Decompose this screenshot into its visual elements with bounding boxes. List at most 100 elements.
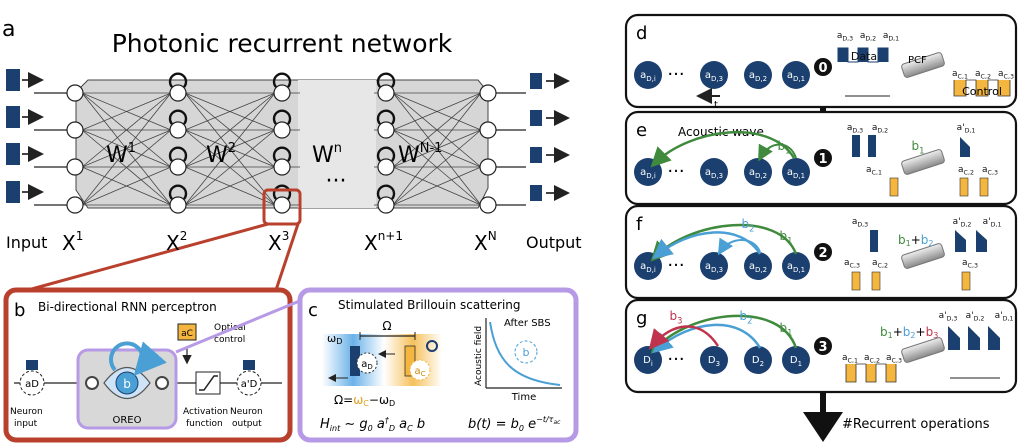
sbs-title: Stimulated Brillouin scattering <box>338 298 521 312</box>
pulse-label: a'D,1 <box>995 311 1014 323</box>
pulse-label: aC,3 <box>982 165 998 177</box>
control-pulse-box <box>177 323 197 341</box>
pulse-label: aC,1 <box>866 165 882 177</box>
neuron-node <box>273 84 291 102</box>
mesh-line <box>184 129 276 206</box>
wn-region <box>298 80 376 208</box>
pulse-label: aC,2 <box>864 353 880 365</box>
phonon-node <box>115 371 139 395</box>
timeline-neuron-label: aD,3 <box>705 70 723 83</box>
input-neuron-symbol: aD <box>25 379 39 390</box>
b-to-c-link <box>175 298 303 354</box>
timeline-neuron-label: aD,3 <box>705 261 723 274</box>
acoustic-arrow <box>717 237 761 256</box>
step-marker <box>814 58 832 76</box>
layer-label: X3 <box>268 229 289 255</box>
neuron-node <box>66 84 84 102</box>
timeline-neuron <box>744 252 772 280</box>
sbs-ac-label: aC <box>414 366 425 378</box>
output-pulse <box>530 147 542 163</box>
recurrent-loop <box>272 109 292 125</box>
pulse-label: aD,3 <box>852 217 868 229</box>
pulse-label: aC,2 <box>975 69 991 81</box>
time-label: t <box>714 100 718 111</box>
omega-cap: Ω <box>382 319 391 333</box>
timeline-neuron-label: aD,3 <box>705 167 723 180</box>
recurrent-loop <box>272 146 292 162</box>
sbs-ad <box>356 352 378 374</box>
sbs-ac <box>409 359 431 381</box>
weight-w1: W1 <box>106 141 136 168</box>
step-marker <box>814 149 832 167</box>
mesh-line <box>81 129 172 206</box>
pulse-label: aC,2 <box>958 165 974 177</box>
timeline-neuron-label: aD,1 <box>787 70 805 83</box>
phonon-loop <box>109 341 167 377</box>
plot-y-label: Acoustic field <box>474 326 484 386</box>
recurrent-loop <box>168 72 188 88</box>
timeline-neuron <box>782 61 810 89</box>
step-number: 3 <box>818 340 827 355</box>
acoustic-arrow <box>652 231 762 260</box>
pulse-label: aD,1 <box>883 31 899 43</box>
pcf-cylinder <box>901 337 945 363</box>
neuron-node <box>273 121 291 139</box>
timeline-neuron <box>744 346 772 374</box>
activation-curve <box>199 375 218 391</box>
mesh-line <box>81 92 172 206</box>
neuron-node <box>377 158 395 176</box>
mesh-line <box>184 92 276 131</box>
highlight-box <box>262 188 302 226</box>
acoustic-wave-label: Acoustic wave <box>678 125 764 139</box>
control-pulse-train <box>845 363 897 383</box>
step-marker <box>814 337 832 355</box>
control-symbol: aC <box>181 329 193 339</box>
acoustic-arrow <box>758 143 797 162</box>
neuron-node <box>169 121 187 139</box>
timeline-neuron-label: aD,i <box>640 167 656 180</box>
control-pulse <box>871 271 881 291</box>
output-pulse <box>530 110 542 126</box>
oreo-ring-right <box>155 376 169 390</box>
neuron-node <box>169 84 187 102</box>
mesh-line <box>392 166 482 206</box>
mesh-line <box>81 92 172 131</box>
output-pulse-top <box>243 360 255 370</box>
activation-label-1: Activation <box>183 407 228 417</box>
phonon-symbol: b <box>123 377 131 391</box>
phonon-label: b1 <box>912 139 925 156</box>
pulse-label: a'D,1 <box>957 123 976 135</box>
network-ellipsis: ··· <box>326 169 347 194</box>
mesh-line <box>392 92 482 168</box>
activation-box <box>195 371 221 395</box>
recurrent-loop <box>376 184 396 200</box>
data-pulse <box>852 135 860 157</box>
pulse-label: aC,3 <box>844 258 860 270</box>
panel-letter-b: b <box>14 300 25 321</box>
neuron-node <box>479 196 497 214</box>
timeline-neuron <box>782 346 810 374</box>
neuron-input-label-2: input <box>14 419 38 429</box>
control-pulse <box>889 177 899 197</box>
output-pulse <box>976 230 987 252</box>
input-label: Input <box>6 233 47 252</box>
timeline-neuron <box>700 61 728 89</box>
recurrent-loop <box>168 146 188 162</box>
output-neuron-symbol: a'D <box>241 379 258 390</box>
neuron-nodes <box>66 72 497 214</box>
layer-label: X2 <box>166 229 187 255</box>
input-pulse <box>6 69 20 91</box>
layer-label: Xn+1 <box>364 229 403 255</box>
mesh-line <box>392 92 482 131</box>
input-pulse <box>6 181 20 203</box>
activation-label-2: function <box>186 419 223 429</box>
perceptron-title: Bi-directional RNN perceptron <box>38 300 217 314</box>
neuron-ellipsis: ··· <box>667 161 684 182</box>
pulse-label: aD,2 <box>872 123 888 135</box>
output-pulse <box>960 137 970 157</box>
timeline-neuron-label: aD,i <box>640 70 656 83</box>
timeline-neuron <box>634 61 662 89</box>
neuron-node <box>377 84 395 102</box>
